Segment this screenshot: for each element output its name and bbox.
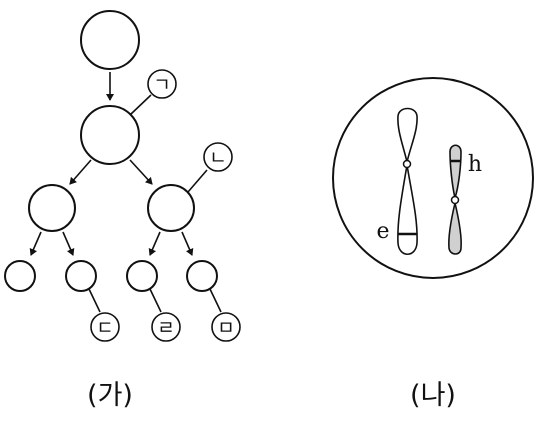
chromosome-label-h: h (468, 152, 482, 177)
arrow-giyeok-to-left (69, 159, 92, 185)
callout-rieul: ㄹ (151, 312, 181, 342)
arrow-nieun-to-mieum (181, 231, 194, 256)
centromere-small (450, 195, 460, 205)
arrow-nieun-to-rieul (148, 231, 161, 256)
cell-top (80, 10, 140, 70)
cell-digeut (65, 260, 97, 292)
leader-giyeok (130, 94, 152, 115)
callout-nieun: ㄴ (203, 142, 233, 172)
caption-na: (나) (410, 380, 456, 411)
callout-rieul-label: ㄹ (157, 317, 174, 339)
arrow-left-to-digeut (62, 231, 75, 256)
chromosome-small (448, 144, 462, 255)
cell-nieun (147, 184, 195, 232)
callout-nieun-label: ㄴ (209, 147, 226, 169)
callout-giyeok: ㄱ (147, 69, 177, 99)
cell-left-mid (28, 184, 76, 232)
caption-ga: (가) (87, 380, 133, 411)
leader-rieul (149, 288, 162, 313)
chromosome-label-e: e (376, 219, 389, 244)
cell-outline (332, 77, 534, 279)
chromosome-cell: e h (나) (332, 77, 534, 411)
cell-rieul (126, 260, 158, 292)
arrow-giyeok-to-nieun (129, 159, 153, 185)
centromere-large (402, 159, 412, 169)
leader-nieun (187, 169, 208, 193)
callout-digeut: ㄷ (90, 312, 120, 342)
callout-giyeok-label: ㄱ (153, 74, 170, 96)
callout-mieum-label: ㅁ (217, 317, 234, 339)
leader-digeut (88, 288, 101, 313)
cell-mieum (186, 260, 218, 292)
cell-division-tree: ㄱ ㄴ ㄷ ㄹ ㅁ (가) (4, 10, 241, 411)
leader-mieum (209, 288, 222, 313)
chromosome-large (397, 107, 418, 256)
callout-mieum: ㅁ (211, 312, 241, 342)
callout-digeut-label: ㄷ (96, 317, 113, 339)
cell-bottom-1 (4, 260, 36, 292)
cell-giyeok (80, 105, 140, 165)
arrow-left-to-bottom-1 (29, 231, 42, 256)
